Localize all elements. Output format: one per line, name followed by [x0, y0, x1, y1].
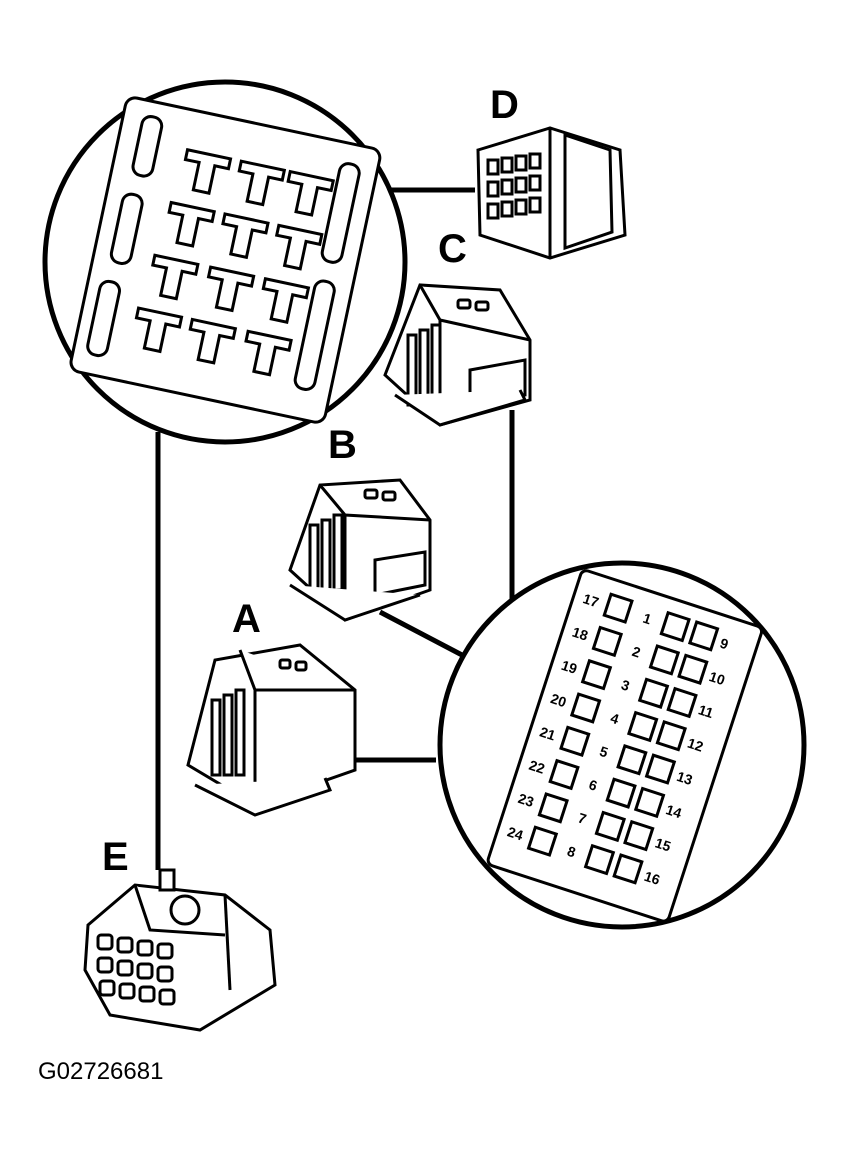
svg-text:17: 17	[581, 590, 601, 610]
svg-text:23: 23	[516, 790, 536, 810]
svg-text:12: 12	[686, 735, 706, 755]
svg-text:24: 24	[505, 823, 525, 843]
label-c: C	[438, 227, 467, 271]
t-terminals	[134, 147, 336, 377]
connector-b	[288, 478, 432, 622]
connector-b-pins	[308, 513, 344, 592]
connector-a-pins	[210, 688, 246, 777]
svg-text:13: 13	[675, 768, 695, 788]
svg-text:19: 19	[559, 657, 579, 677]
svg-text:21: 21	[538, 723, 558, 743]
svg-text:18: 18	[570, 624, 590, 644]
pin-cavity-magnifier: 17 18 19 20 21 22 23 24 1 2 3 4 5 6 7 8 …	[437, 560, 807, 930]
connector-c-pins	[406, 323, 442, 407]
connector-d	[476, 126, 627, 260]
label-a: A	[232, 597, 261, 641]
svg-text:16: 16	[642, 868, 662, 888]
connector-e	[83, 868, 277, 1032]
label-d: D	[490, 83, 519, 127]
label-e: E	[102, 835, 129, 879]
svg-text:11: 11	[696, 701, 715, 721]
connector-c	[383, 283, 532, 427]
svg-text:14: 14	[664, 801, 684, 821]
line-b-to-magnifier	[378, 609, 464, 658]
connector-a	[186, 643, 357, 817]
figure-code: G02726681	[38, 1058, 164, 1085]
svg-text:10: 10	[707, 668, 727, 688]
label-b: B	[328, 423, 357, 467]
svg-text:20: 20	[549, 690, 569, 710]
connector-e-pins	[96, 933, 176, 1006]
pin-cavities	[526, 592, 720, 885]
connector-d-pins	[486, 152, 542, 220]
svg-text:22: 22	[527, 757, 547, 777]
svg-text:15: 15	[653, 835, 673, 855]
terminal-face-magnifier	[42, 79, 408, 445]
